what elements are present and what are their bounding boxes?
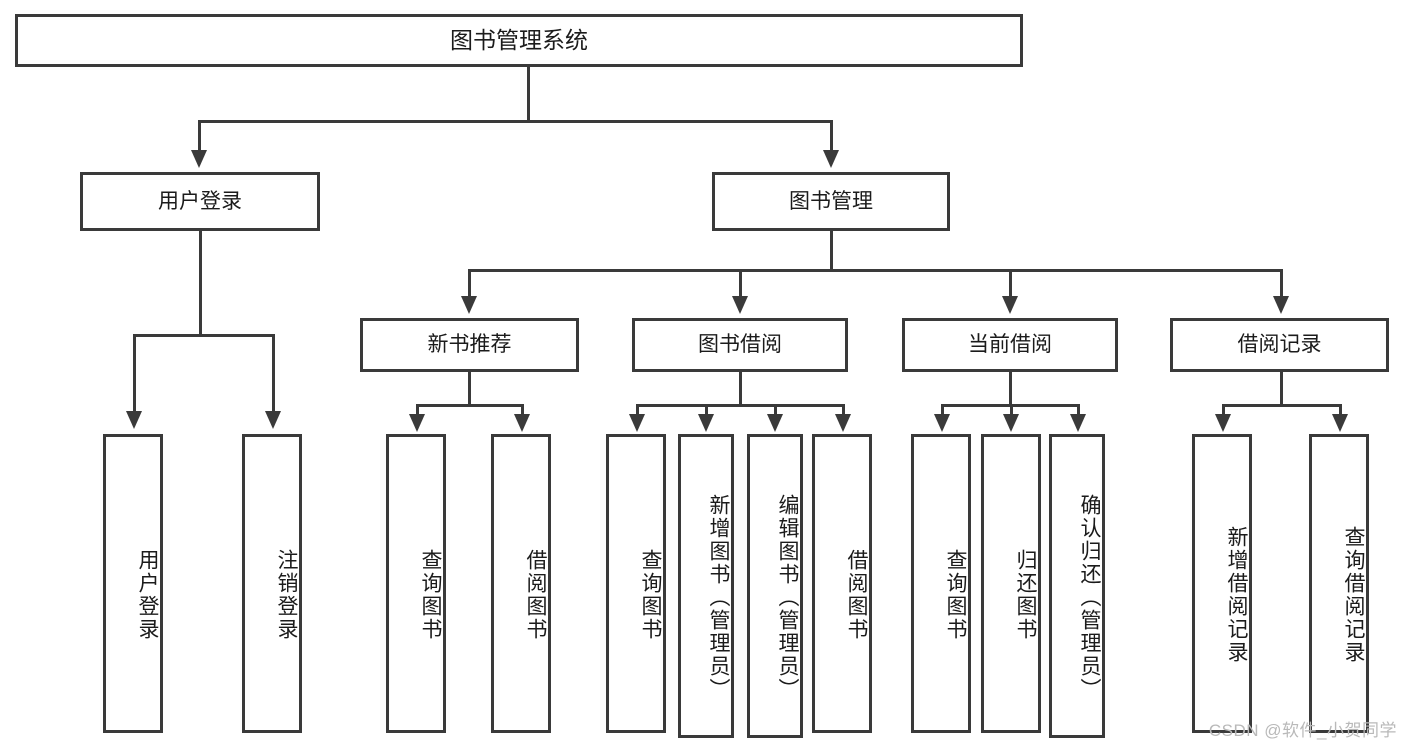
arrowhead-current-borrow-leaf-2 (1003, 414, 1019, 432)
connector-new-book-to-leaf-1 (416, 404, 419, 418)
connector-book-manage-to-lvl2-1 (468, 269, 471, 299)
node-leaf-query-book-recommend: 查询图书 (386, 434, 446, 733)
arrowhead-current-borrow-leaf-1 (934, 414, 950, 432)
node-borrow-record: 借阅记录 (1170, 318, 1389, 372)
connector-book-borrow-stem (739, 372, 742, 406)
connector-current-borrow-to-leaf-2 (1010, 404, 1013, 418)
connector-root-to-book-manage (830, 120, 833, 153)
node-leaf-confirm-return-admin: 确认归还（管理员） (1049, 434, 1105, 738)
node-leaf-logout: 注销登录 (242, 434, 302, 733)
connector-borrow-record-stem (1280, 372, 1283, 406)
arrowhead-book-manage (823, 150, 839, 168)
connector-current-borrow-to-leaf-3 (1077, 404, 1080, 418)
connector-book-borrow-to-leaf-4 (842, 404, 845, 418)
arrowhead-book-borrow-leaf-2 (698, 414, 714, 432)
node-book-management: 图书管理 (712, 172, 950, 231)
connector-root-to-user-login (198, 120, 201, 153)
connector-user-login-to-leaf-1 (133, 334, 136, 414)
arrowhead-new-book-leaf-1 (409, 414, 425, 432)
node-leaf-borrow-book-recommend: 借阅图书 (491, 434, 551, 733)
connector-new-book-to-leaf-2 (521, 404, 524, 418)
node-leaf-add-borrow-record: 新增借阅记录 (1192, 434, 1252, 733)
arrowhead-user-login-leaf-1 (126, 411, 142, 429)
connector-user-login-to-leaf-2 (272, 334, 275, 414)
node-current-borrow: 当前借阅 (902, 318, 1118, 372)
connector-root-bus (198, 120, 833, 123)
node-new-book-recommend: 新书推荐 (360, 318, 579, 372)
connector-book-borrow-to-leaf-2 (705, 404, 708, 418)
connector-book-manage-to-lvl2-4 (1280, 269, 1283, 299)
connector-book-borrow-bus (636, 404, 845, 407)
connector-borrow-record-to-leaf-2 (1339, 404, 1342, 418)
connector-book-manage-to-lvl2-2 (739, 269, 742, 299)
connector-book-borrow-to-leaf-3 (774, 404, 777, 418)
arrowhead-book-borrow-leaf-1 (629, 414, 645, 432)
arrowhead-book-borrow-leaf-4 (835, 414, 851, 432)
node-leaf-edit-book-admin: 编辑图书（管理员） (747, 434, 803, 738)
connector-borrow-record-bus (1222, 404, 1339, 407)
connector-root-stem (527, 67, 530, 121)
connector-new-book-stem (468, 372, 471, 406)
node-leaf-return-book: 归还图书 (981, 434, 1041, 733)
node-leaf-query-book-current: 查询图书 (911, 434, 971, 733)
arrowhead-lvl2-2 (732, 296, 748, 314)
connector-user-login-bus (133, 334, 275, 337)
arrowhead-new-book-leaf-2 (514, 414, 530, 432)
node-leaf-add-book-admin: 新增图书（管理员） (678, 434, 734, 738)
arrowhead-lvl2-4 (1273, 296, 1289, 314)
node-book-borrow: 图书借阅 (632, 318, 848, 372)
node-leaf-borrow-book: 借阅图书 (812, 434, 872, 733)
node-user-login: 用户登录 (80, 172, 320, 231)
node-leaf-query-book-borrow: 查询图书 (606, 434, 666, 733)
arrowhead-borrow-record-leaf-1 (1215, 414, 1231, 432)
node-leaf-user-login: 用户登录 (103, 434, 163, 733)
arrowhead-user-login (191, 150, 207, 168)
connector-book-manage-bus (468, 269, 1280, 272)
arrowhead-borrow-record-leaf-2 (1332, 414, 1348, 432)
arrowhead-book-borrow-leaf-3 (767, 414, 783, 432)
arrowhead-user-login-leaf-2 (265, 411, 281, 429)
arrowhead-lvl2-3 (1002, 296, 1018, 314)
arrowhead-lvl2-1 (461, 296, 477, 314)
connector-current-borrow-to-leaf-1 (941, 404, 944, 418)
connector-user-login-stem (199, 231, 202, 336)
node-root-system: 图书管理系统 (15, 14, 1023, 67)
connector-new-book-bus (416, 404, 521, 407)
connector-book-manage-to-lvl2-3 (1009, 269, 1012, 299)
node-leaf-query-borrow-record: 查询借阅记录 (1309, 434, 1369, 733)
connector-current-borrow-stem (1009, 372, 1012, 406)
connector-borrow-record-to-leaf-1 (1222, 404, 1225, 418)
arrowhead-current-borrow-leaf-3 (1070, 414, 1086, 432)
connector-book-borrow-to-leaf-1 (636, 404, 639, 418)
connector-book-manage-stem (830, 231, 833, 271)
